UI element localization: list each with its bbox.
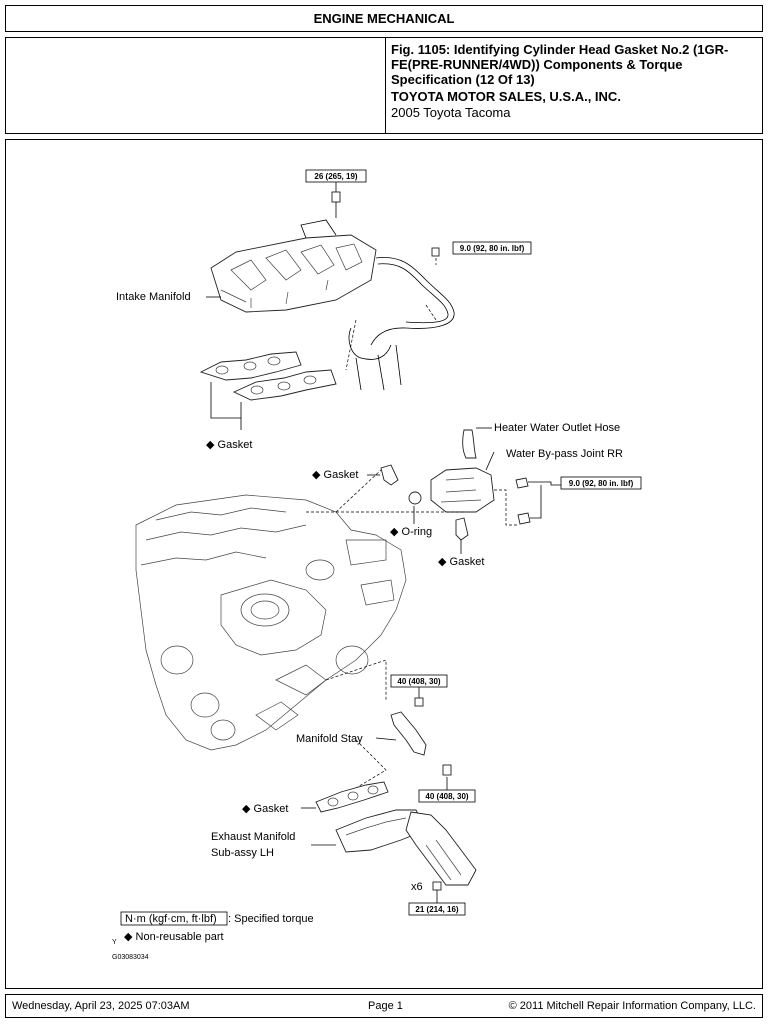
diamond-symbol: ◆ bbox=[124, 931, 133, 943]
diamond-symbol: ◆ bbox=[206, 439, 215, 451]
gasket-bypass-bottom-label: ◆ Gasket bbox=[438, 556, 484, 568]
gasket-text: Gasket bbox=[324, 469, 359, 481]
section-title: ENGINE MECHANICAL bbox=[313, 11, 455, 26]
page-footer: Wednesday, April 23, 2025 07:03AM Page 1… bbox=[5, 994, 763, 1018]
copyright: © 2011 Mitchell Repair Information Compa… bbox=[508, 1000, 756, 1012]
quantity-label: x6 bbox=[411, 881, 423, 893]
torque-value: 21 (214, 16) bbox=[415, 905, 458, 914]
legend-unit-desc: : Specified torque bbox=[228, 913, 314, 925]
page-number: Page 1 bbox=[368, 1000, 403, 1012]
gasket-text: Gasket bbox=[254, 803, 289, 815]
gasket-text: Gasket bbox=[218, 439, 253, 451]
stray-mark: Y bbox=[112, 939, 117, 946]
print-date: Wednesday, April 23, 2025 07:03AM bbox=[12, 1000, 190, 1012]
diagram-canvas: 26 (265, 19) 9.0 (92, 80 in. lbf) 9.0 (9… bbox=[112, 169, 642, 961]
gasket-intake-label: ◆ Gasket bbox=[206, 439, 252, 451]
intake-manifold-drawing bbox=[206, 182, 455, 391]
torque-spec-bypass-bolts: 9.0 (92, 80 in. lbf) bbox=[560, 476, 642, 490]
nonreusable-text: Non-reusable part bbox=[136, 931, 224, 943]
gasket-bypass-top-label: ◆ Gasket bbox=[312, 469, 358, 481]
gasket-exhaust-label: ◆ Gasket bbox=[242, 803, 288, 815]
exhaust-manifold-drawing bbox=[311, 809, 477, 903]
torque-spec-exhaust-nuts: 21 (214, 16) bbox=[408, 902, 466, 916]
legend: N·m (kgf·cm, ft·lbf) : Specified torque … bbox=[112, 911, 314, 961]
torque-value: 9.0 (92, 80 in. lbf) bbox=[460, 244, 525, 253]
section-header: ENGINE MECHANICAL bbox=[5, 5, 763, 32]
exhaust-manifold-label-line2: Sub-assy LH bbox=[211, 847, 274, 859]
exhaust-gasket-drawing bbox=[301, 781, 389, 813]
diamond-symbol: ◆ bbox=[242, 803, 251, 815]
torque-spec-stay-lower: 40 (408, 30) bbox=[418, 789, 476, 803]
legend-nonreusable: ◆ Non-reusable part bbox=[124, 931, 224, 943]
torque-spec-bracket-bolt: 9.0 (92, 80 in. lbf) bbox=[452, 241, 532, 255]
figure-caption: Fig. 1105: Identifying Cylinder Head Gas… bbox=[391, 42, 757, 120]
torque-value: 9.0 (92, 80 in. lbf) bbox=[569, 479, 634, 488]
torque-spec-bolt-top: 26 (265, 19) bbox=[305, 169, 367, 183]
o-ring-label: ◆ O-ring bbox=[390, 526, 432, 538]
o-ring-text: O-ring bbox=[402, 526, 433, 538]
exhaust-manifold-label-line1: Exhaust Manifold bbox=[211, 831, 295, 843]
figure-code: G03083034 bbox=[112, 954, 149, 961]
diamond-symbol: ◆ bbox=[390, 526, 399, 538]
legend-unit-box: N·m (kgf·cm, ft·lbf) bbox=[125, 913, 217, 925]
bypass-joint-drawing bbox=[380, 427, 561, 541]
torque-value: 26 (265, 19) bbox=[314, 172, 357, 181]
component-diagram: 26 (265, 19) 9.0 (92, 80 in. lbf) 9.0 (9… bbox=[5, 139, 763, 989]
bypass-joint-label: Water By-pass Joint RR bbox=[506, 448, 623, 460]
manifold-stay-label: Manifold Stay bbox=[296, 733, 363, 745]
vehicle-name: 2005 Toyota Tacoma bbox=[391, 105, 511, 120]
panel-divider bbox=[385, 38, 386, 133]
figure-info-panel: Fig. 1105: Identifying Cylinder Head Gas… bbox=[5, 37, 763, 134]
intake-gaskets-drawing bbox=[199, 351, 337, 430]
diamond-symbol: ◆ bbox=[312, 469, 321, 481]
torque-spec-stay-upper: 40 (408, 30) bbox=[390, 674, 448, 688]
torque-value: 40 (408, 30) bbox=[425, 792, 468, 801]
gasket-text: Gasket bbox=[450, 556, 485, 568]
diamond-symbol: ◆ bbox=[438, 556, 447, 568]
company-name: TOYOTA MOTOR SALES, U.S.A., INC. bbox=[391, 89, 621, 104]
engine-block-drawing bbox=[135, 469, 466, 801]
torque-value: 40 (408, 30) bbox=[397, 677, 440, 686]
figure-title: Fig. 1105: Identifying Cylinder Head Gas… bbox=[391, 42, 729, 87]
heater-hose-label: Heater Water Outlet Hose bbox=[494, 422, 620, 434]
intake-manifold-label: Intake Manifold bbox=[116, 291, 191, 303]
manifold-stay-drawing bbox=[375, 687, 452, 790]
